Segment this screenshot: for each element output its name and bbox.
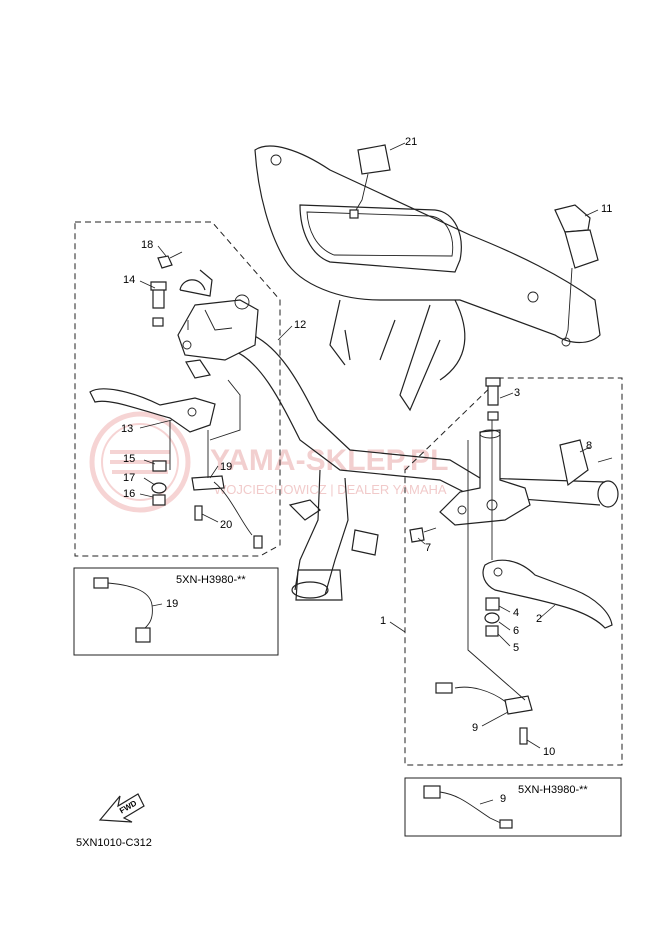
part-number-19-inset: 19 <box>166 598 178 610</box>
part-number-21: 21 <box>405 136 417 148</box>
fwd-arrow-icon: FWD <box>98 793 145 823</box>
connectors <box>349 144 599 347</box>
part-number-6: 6 <box>513 625 519 637</box>
watermark-text: YAMA-SKLEP.PL <box>210 444 448 477</box>
part-number-8: 8 <box>586 440 592 452</box>
part-number-20: 20 <box>220 519 232 531</box>
part-number-19-main: 19 <box>220 461 232 473</box>
part-number-16: 16 <box>123 488 135 500</box>
part-labels: 21 11 12 18 14 13 15 17 16 19 20 3 8 7 2… <box>121 136 612 758</box>
part-number-9-main: 9 <box>472 722 478 734</box>
part-number-15: 15 <box>123 453 135 465</box>
part-number-5: 5 <box>513 642 519 654</box>
inset-left-code: 5XN-H3980-** <box>176 574 246 586</box>
fwd-label: FWD <box>118 798 138 815</box>
inset-left: 5XN-H3980-** 19 <box>73 567 279 656</box>
part-number-9-inset: 9 <box>500 793 506 805</box>
leader-lines <box>139 142 599 749</box>
watermark: YAMA-SKLEP.PL WOJCIECHOWICZ | DEALER YAM… <box>89 411 448 513</box>
part-number-7: 7 <box>425 542 431 554</box>
part-number-1: 1 <box>380 615 386 627</box>
handlebar-tube <box>231 332 619 601</box>
watermark-subtext: WOJCIECHOWICZ | DEALER YAMAHA <box>214 482 447 497</box>
right-group-boundary <box>404 377 623 766</box>
part-number-11: 11 <box>601 203 612 215</box>
part-number-17: 17 <box>123 472 135 484</box>
handlebar-cover <box>254 145 601 412</box>
left-lever-assembly <box>89 251 263 549</box>
part-number-13: 13 <box>121 423 133 435</box>
drawing-code: 5XN1010-C312 <box>76 837 152 849</box>
left-group-boundary <box>74 221 281 557</box>
inset-right: 5XN-H3980-** 9 <box>404 777 622 837</box>
part-number-12: 12 <box>294 319 306 331</box>
part-number-10: 10 <box>543 746 555 758</box>
part-number-2: 2 <box>536 613 542 625</box>
part-number-18: 18 <box>141 239 153 251</box>
part-number-14: 14 <box>123 274 135 286</box>
inset-right-code: 5XN-H3980-** <box>518 784 588 796</box>
part-number-3: 3 <box>514 387 520 399</box>
right-lever-assembly <box>409 377 613 745</box>
part-number-4: 4 <box>513 607 519 619</box>
watermark-logo-icon <box>89 411 191 513</box>
